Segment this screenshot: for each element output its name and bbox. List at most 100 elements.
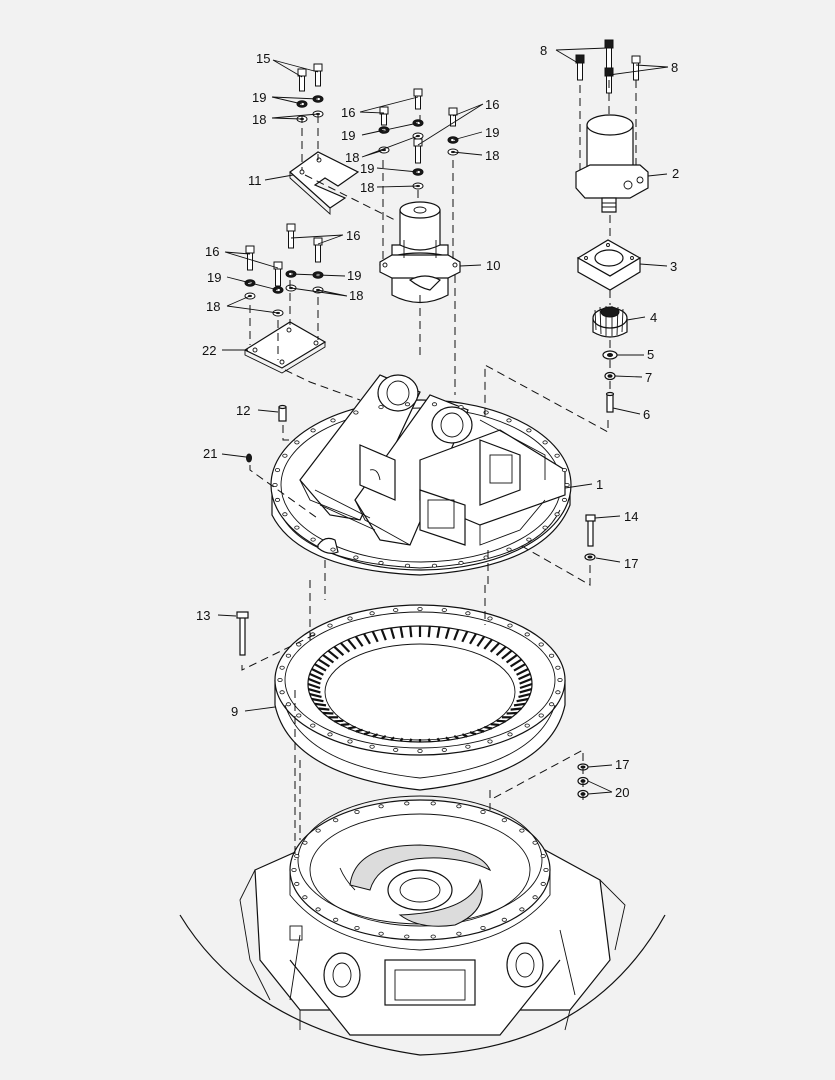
base-bolt-hole [501, 818, 507, 823]
frame-bolt-hole [274, 497, 281, 502]
ring-bolt-hole [538, 642, 544, 647]
bolt-head [631, 55, 641, 64]
callout-16-a: 16 [341, 105, 355, 120]
base-bolt-hole [378, 804, 384, 809]
ring-bolt-hole [487, 616, 493, 621]
bolt-head [604, 39, 614, 49]
bolt [315, 243, 321, 263]
callout-1: 1 [596, 477, 603, 492]
base-bolt-hole [480, 926, 486, 931]
gear-tooth [513, 663, 526, 672]
base-bolt-hole [404, 934, 410, 939]
gear-tooth [317, 658, 330, 668]
ring-bolt-hole [524, 723, 530, 728]
gear-tooth [484, 726, 493, 730]
gear-tooth [311, 697, 324, 703]
callout-18-e: 18 [206, 299, 220, 314]
base-bolt-hole [404, 801, 410, 806]
base-bolt-hole [501, 917, 507, 922]
callout-18-a: 18 [252, 112, 266, 127]
gear-tooth [453, 629, 460, 641]
callout-7: 7 [645, 370, 652, 385]
ring-bolt-hole [393, 608, 399, 613]
callout-16-c: 16 [205, 244, 219, 259]
frame-bolt-hole [353, 410, 359, 415]
base-bolt-hole [543, 868, 549, 873]
callout-19-e: 19 [207, 270, 221, 285]
gear-tooth [436, 626, 441, 638]
gear-tooth [495, 645, 507, 657]
gear-tooth [322, 711, 334, 715]
base-bolt-hole [354, 926, 360, 931]
callout-22: 22 [202, 343, 216, 358]
gear-tooth [363, 731, 371, 736]
gear-tooth [489, 642, 500, 653]
frame-bolt-hole [404, 402, 411, 407]
gear-tooth [519, 682, 533, 690]
frame-bolt-hole [282, 453, 288, 458]
plug-21 [246, 453, 252, 463]
gear-tooth [445, 736, 450, 741]
base-bolt-hole [456, 804, 462, 809]
gear-tooth [347, 726, 356, 730]
ring-bolt-hole [548, 653, 555, 658]
callout-16-b: 16 [485, 97, 499, 112]
washer-17 [584, 553, 596, 561]
bolt-head [575, 54, 585, 64]
callout-5: 5 [647, 347, 654, 362]
washer-7 [604, 371, 616, 381]
base-bolt-hole [532, 840, 538, 845]
ring-bolt-hole [507, 623, 513, 628]
ring-bolt-hole [369, 744, 375, 749]
gear-tooth [380, 629, 387, 641]
frame-bolt-hole [272, 482, 278, 487]
ring-bolt-hole [279, 665, 285, 670]
bolt-head [604, 67, 614, 77]
gear-tooth [518, 672, 531, 681]
base-bolt-hole [430, 934, 436, 939]
base-bolt-hole [519, 907, 525, 912]
gear-tooth [513, 702, 526, 707]
callout-15: 15 [256, 51, 270, 66]
gear-tooth [309, 672, 322, 681]
gear-tooth [427, 626, 431, 638]
gear-tooth [308, 688, 321, 694]
callout-19-d: 19 [360, 161, 374, 176]
ring-bolt-hole [538, 713, 544, 718]
base-bolt-hole [532, 895, 538, 900]
frame-bolt-hole [404, 563, 411, 568]
gear-tooth [469, 731, 477, 736]
callout-16-d: 16 [346, 228, 360, 243]
alignment-lines [241, 80, 637, 860]
frame-bolt-hole [561, 497, 568, 502]
bolt-13 [236, 611, 249, 656]
base-bolt-hole [480, 810, 486, 815]
upper-frame-holes [272, 402, 570, 568]
base-ring-holes [291, 801, 549, 939]
gear-tooth [333, 645, 345, 657]
ring-bolt-hole [524, 632, 530, 637]
bolt-head [379, 106, 389, 115]
carbody-base [179, 795, 666, 1056]
callout-6: 6 [643, 407, 650, 422]
callout-18-d: 18 [360, 180, 374, 195]
gear-tooth [371, 630, 379, 643]
gear-tooth [314, 663, 327, 672]
callout-10: 10 [486, 258, 500, 273]
callout-8-left: 8 [540, 43, 547, 58]
bolt-head [448, 107, 458, 116]
base-bolt-hole [333, 818, 339, 823]
slewing-ring-holes [277, 607, 563, 754]
bolt [606, 46, 612, 70]
frame-bolt-hole [506, 418, 512, 423]
bolt-head [273, 261, 283, 270]
gear-tooth [519, 677, 533, 685]
gear-tooth [409, 738, 413, 743]
gear-tooth [518, 693, 531, 698]
frame-bolt-hole [330, 547, 336, 552]
bolt [247, 251, 253, 271]
ring-bolt-hole [555, 690, 561, 695]
slewing-ring [274, 604, 566, 791]
pinion-gear [592, 306, 628, 338]
